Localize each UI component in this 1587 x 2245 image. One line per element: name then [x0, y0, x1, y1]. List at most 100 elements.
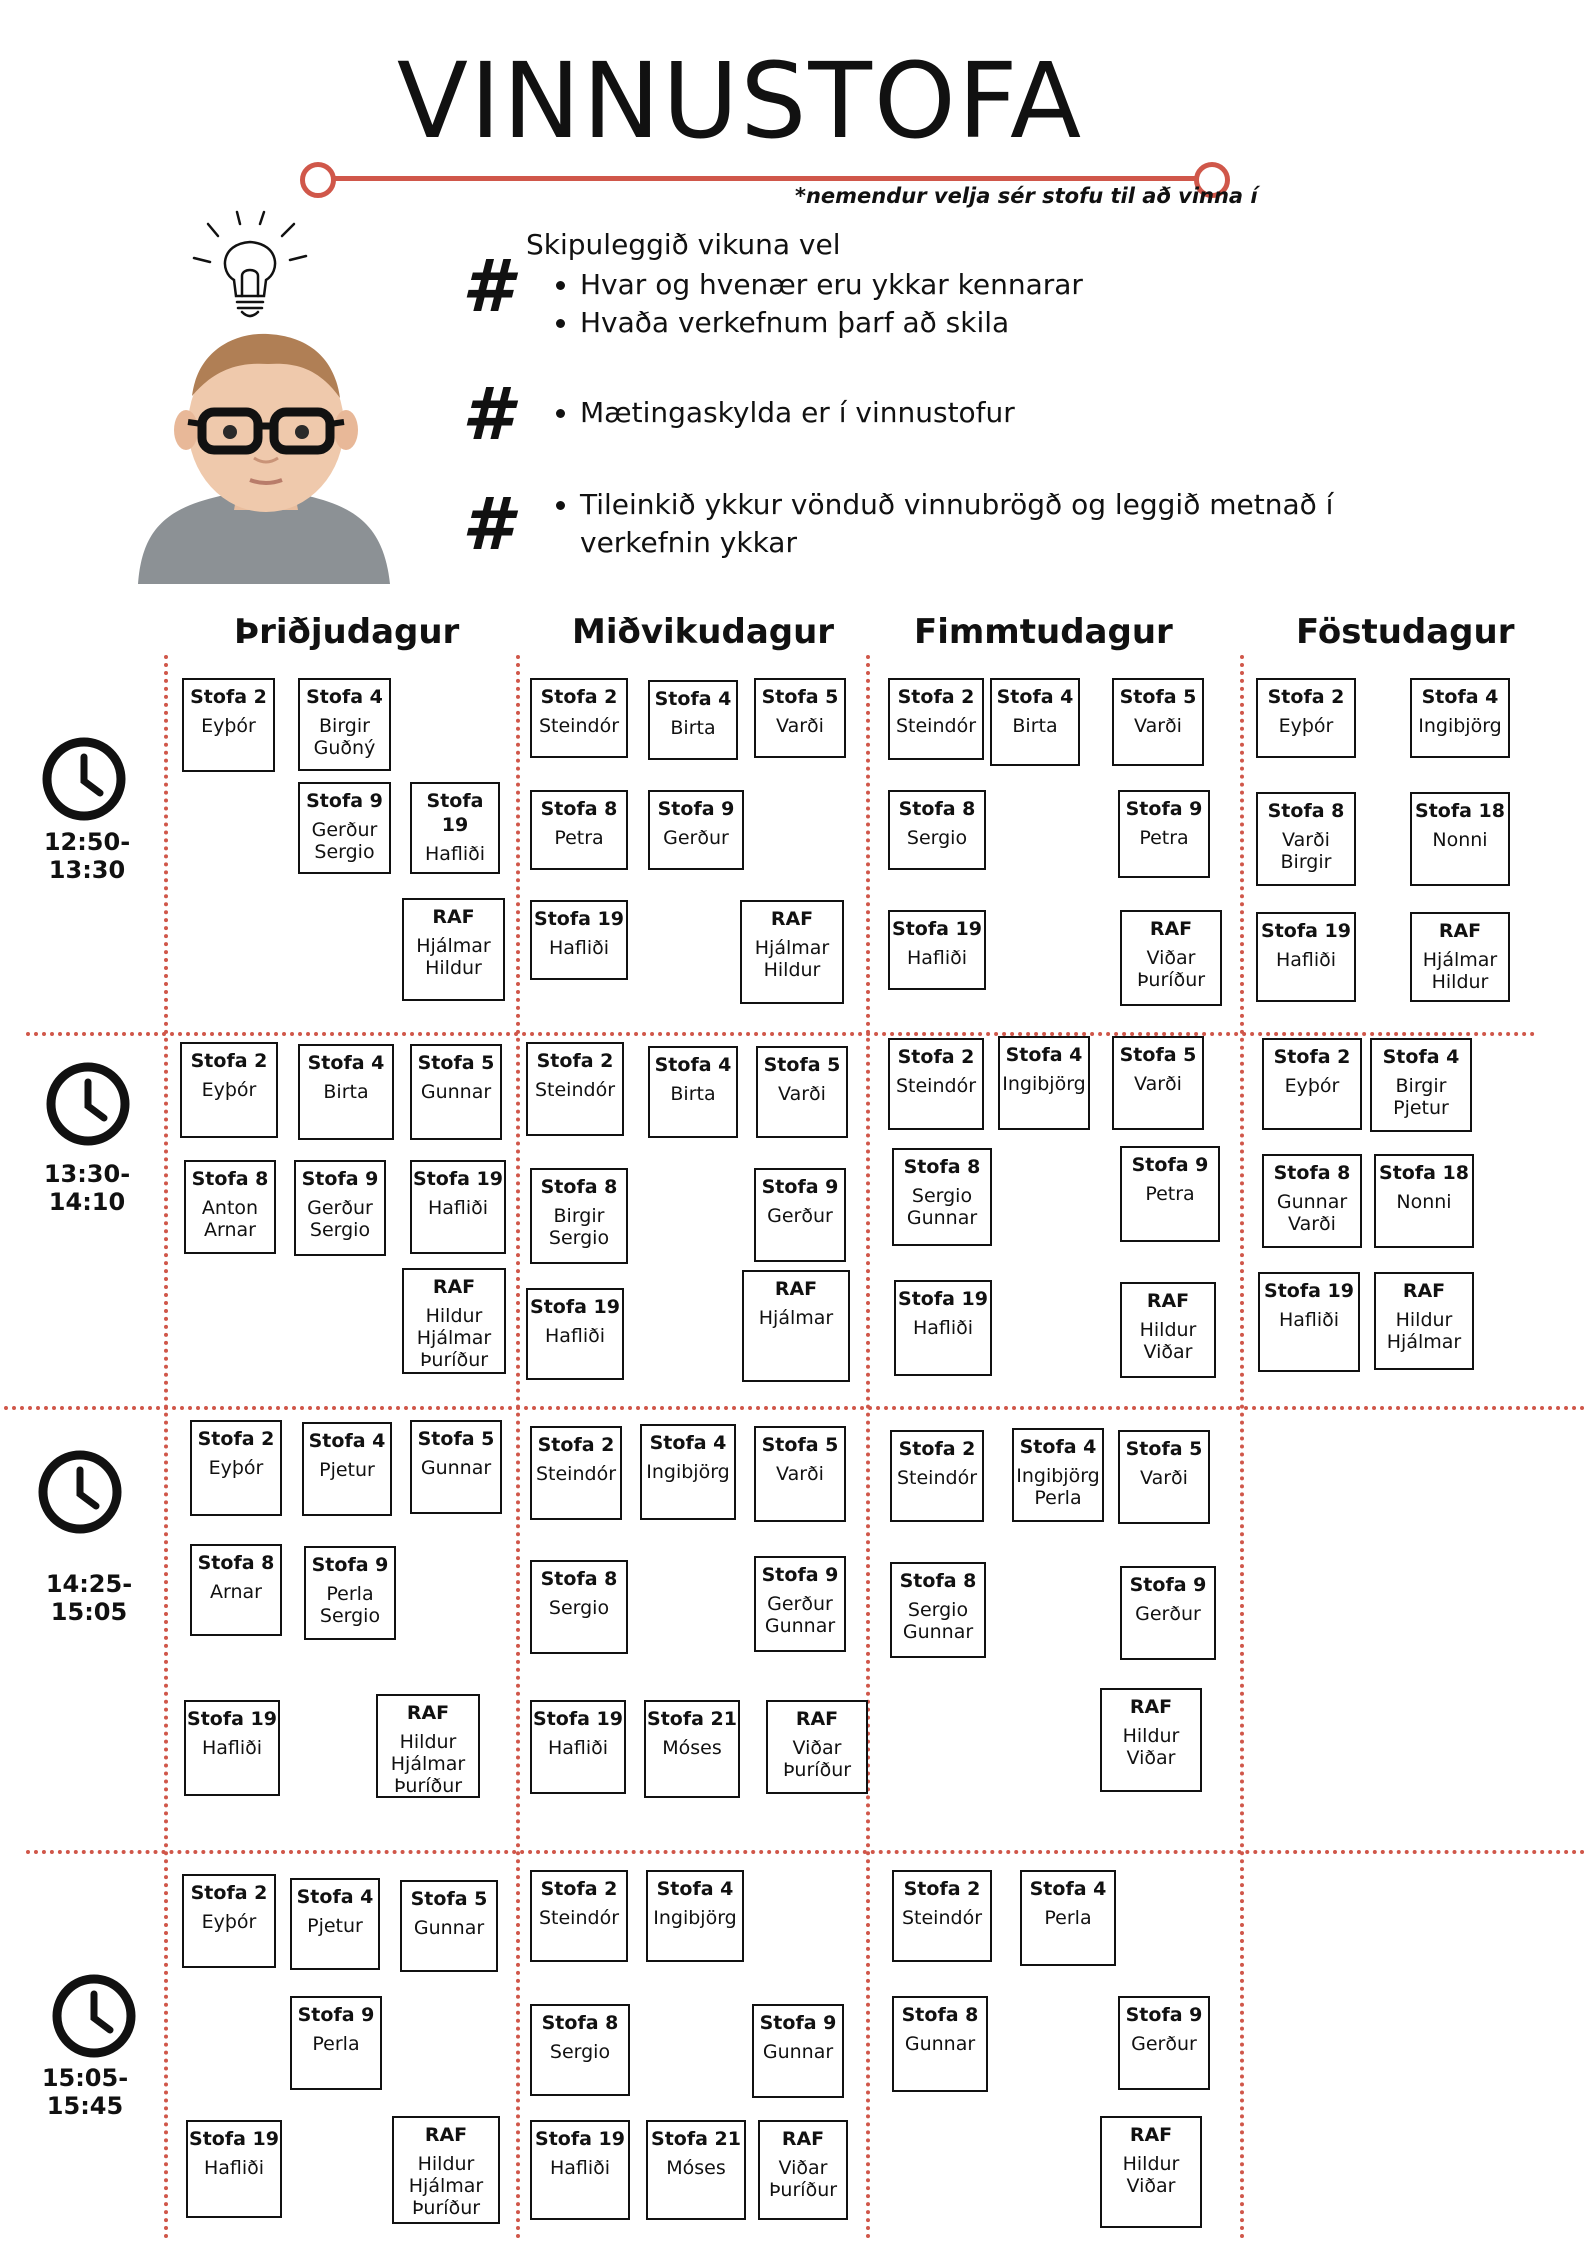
room-label: Stofa 2	[540, 1878, 618, 1900]
room-label: Stofa 8	[899, 1570, 977, 1592]
room-label: Stofa 4	[1421, 686, 1499, 708]
room-label: Stofa 4	[1029, 1878, 1107, 1900]
time-divider	[26, 1032, 1536, 1036]
room-label: Stofa 8	[1267, 800, 1345, 822]
teacher-names: Eyþór	[201, 715, 256, 737]
teacher-names: Sergio	[906, 827, 968, 849]
room-label: Stofa 4	[649, 1432, 727, 1454]
teacher-names: Birgir Guðný	[313, 715, 376, 759]
teacher-names: Gunnar Varði	[1276, 1191, 1348, 1235]
room-label: Stofa 9	[1131, 1154, 1209, 1176]
room-label: RAF	[1402, 1280, 1446, 1302]
teacher-names: Perla	[1044, 1907, 1092, 1929]
teacher-names: Ingibjörg	[1002, 1073, 1086, 1095]
room-box: Stofa 8 Varði Birgir	[1256, 792, 1356, 886]
room-label: Stofa 2	[897, 686, 975, 708]
day-header-wednesday: Miðvikudagur	[572, 612, 835, 652]
room-label: Stofa 2	[537, 1434, 615, 1456]
room-label: Stofa 4	[656, 1878, 734, 1900]
teacher-names: Hildur Hjálmar	[1386, 1309, 1462, 1353]
room-label: RAF	[1149, 918, 1193, 940]
clock-icon	[42, 737, 126, 821]
baby-with-glasses-image	[138, 333, 390, 584]
room-box: RAF Viðar Þuríður	[766, 1700, 868, 1794]
teacher-names: Hjálmar Hildur	[1422, 949, 1498, 993]
teacher-names: Viðar Þuríður	[782, 1737, 852, 1781]
room-label: Stofa 4	[1019, 1436, 1097, 1458]
teacher-names: Steindór	[534, 1079, 616, 1101]
room-label: Stofa 19	[892, 918, 982, 940]
teacher-names: Gerður Sergio	[307, 1197, 373, 1241]
teacher-names: Arnar	[210, 1581, 262, 1603]
teacher-names: Móses	[666, 2157, 726, 2179]
time-divider	[4, 1406, 1586, 1410]
teacher-names: Gerður	[1135, 1603, 1201, 1625]
room-label: Stofa 4	[1005, 1044, 1083, 1066]
room-label: Stofa 2	[1267, 686, 1345, 708]
teacher-names: Steindór	[895, 1075, 977, 1097]
room-label: RAF	[432, 1276, 476, 1298]
teacher-names: Varði Birgir	[1280, 829, 1332, 873]
room-label: Stofa 4	[296, 1886, 374, 1908]
teacher-names: Gerður	[663, 827, 729, 849]
room-label: Stofa 4	[654, 688, 732, 710]
teacher-names: Pjetur	[319, 1459, 375, 1481]
room-label: RAF	[795, 1708, 839, 1730]
teacher-names: Perla	[312, 2033, 360, 2055]
room-label: Stofa 4	[306, 686, 383, 708]
day-divider	[164, 655, 168, 2240]
room-label: Stofa 8	[540, 798, 618, 820]
underline-ring-left	[300, 162, 336, 198]
teacher-names: Varði	[776, 715, 824, 737]
room-label: Stofa 5	[1119, 1044, 1197, 1066]
teacher-names: Hafliði	[427, 1197, 489, 1219]
room-label: Stofa 4	[307, 1052, 385, 1074]
teacher-names: Steindór	[538, 1907, 620, 1929]
room-label: Stofa 2	[190, 1050, 268, 1072]
room-label: Stofa 9	[657, 798, 735, 820]
teacher-names: Hafliði	[1275, 949, 1337, 971]
teacher-names: Varði	[1134, 715, 1182, 737]
room-label: Stofa 21	[647, 1708, 737, 1730]
time-slot-2: 13:30-14:10	[43, 1160, 131, 1216]
teacher-names: Hafliði	[544, 1325, 606, 1347]
room-label: Stofa 5	[1125, 1438, 1203, 1460]
day-divider	[516, 655, 520, 2240]
room-label: RAF	[1129, 2124, 1173, 2146]
room-label: Stofa 19	[534, 908, 624, 930]
intro-item: Hvaða verkefnum þarf að skila	[580, 304, 1083, 342]
teacher-names: Varði	[1140, 1467, 1188, 1489]
room-label: Stofa 19	[189, 2128, 279, 2150]
teacher-names: Varði	[778, 1083, 826, 1105]
